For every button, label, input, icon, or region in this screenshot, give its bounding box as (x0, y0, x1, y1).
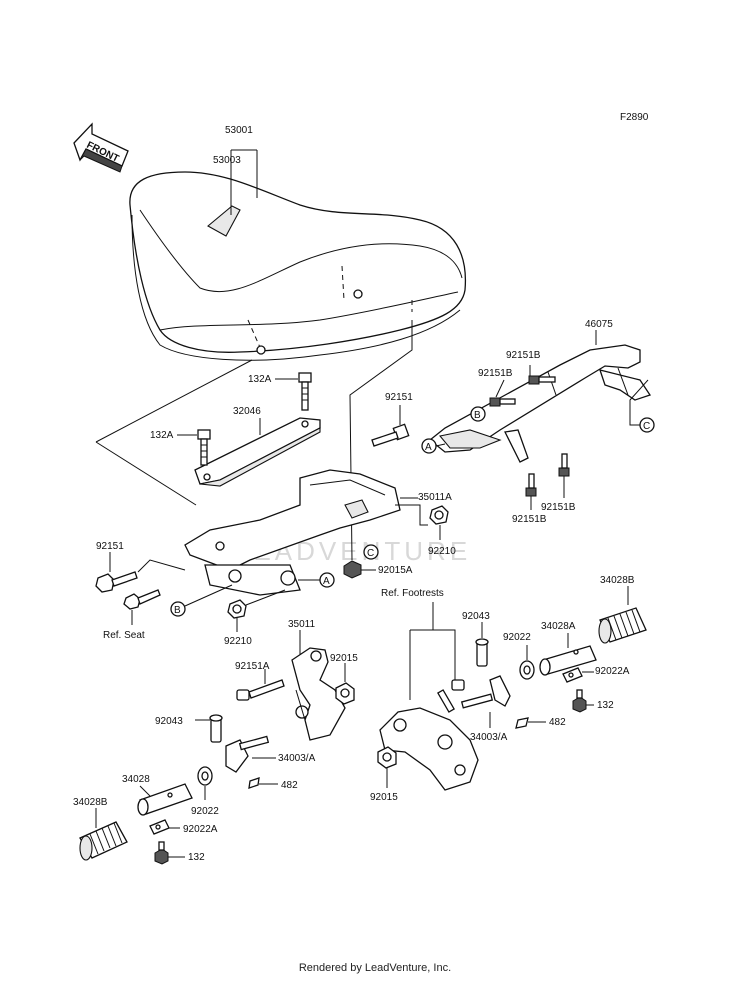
label-132a-top: 132A (248, 374, 272, 385)
bolt-92151b-1-icon (528, 375, 556, 385)
callout-b-lower (170, 601, 186, 617)
label-34003a-right: 34003/A (470, 732, 508, 743)
label-92015-left: 92015 (330, 653, 358, 664)
label-34003a-left: 34003/A (278, 753, 316, 764)
label-92043-left: 92043 (155, 716, 183, 727)
label-ref-seat: Ref. Seat (103, 630, 145, 641)
label-132-right: 132 (597, 700, 614, 711)
label-92015-right: 92015 (370, 792, 398, 803)
bracket-92015-right (379, 707, 479, 791)
label-92151b-3: 92151B (512, 514, 547, 525)
grab-bar-46075 (428, 344, 652, 463)
callout-a-lower-text: A (323, 576, 330, 587)
collar-92210-right-icon (429, 505, 449, 525)
callout-b-upper (470, 406, 486, 422)
label-92151-left: 92151 (96, 541, 124, 552)
label-35011a: 35011A (418, 492, 452, 503)
label-482-left: 482 (281, 780, 298, 791)
label-482-right: 482 (549, 717, 566, 728)
label-92151-mid: 92151 (385, 392, 413, 403)
clevis-34003a-left-icon (225, 735, 270, 773)
frame-35011a (184, 469, 401, 596)
peg-34028a-icon (539, 645, 597, 676)
pin-92043-left-icon (209, 714, 223, 743)
plate-92022a-right-icon (562, 667, 583, 683)
label-34028: 34028 (122, 774, 150, 785)
front-arrow-icon (73, 122, 129, 173)
bolt-92151b-2-icon (489, 397, 516, 407)
label-92022a-right: 92022A (595, 666, 630, 677)
bolt-92151a-icon (236, 679, 285, 701)
plate-92022a-left-icon (149, 819, 170, 835)
label-ref-footrests: Ref. Footrests (381, 588, 444, 599)
callout-c-upper (639, 417, 655, 433)
label-46075: 46075 (585, 319, 613, 330)
nut-92015-left-icon (335, 682, 355, 705)
label-35011: 35011 (288, 619, 316, 630)
callout-c-lower (363, 544, 379, 560)
label-92022-right: 92022 (503, 632, 531, 643)
bracket-32046 (194, 417, 321, 487)
pin-92043-right-icon (475, 638, 489, 667)
label-34028a: 34028A (541, 621, 576, 632)
bolt-92151-mid-icon (371, 423, 410, 447)
bolt-132a-left-icon (197, 429, 211, 466)
bolt-92151-left-icon (95, 571, 138, 593)
callout-b-upper-text: B (474, 410, 481, 421)
label-92151b-4: 92151B (541, 502, 576, 513)
label-53003: 53003 (213, 155, 241, 166)
label-53001: 53001 (225, 125, 253, 136)
label-92022a-left: 92022A (183, 824, 218, 835)
bolt-92151b-4-icon (558, 453, 570, 477)
rubber-34028b-left-icon (79, 821, 128, 861)
cotter-482-right-icon (515, 717, 529, 729)
credit-text: Rendered by LeadVenture, Inc. (298, 962, 452, 974)
label-132-left: 132 (188, 852, 205, 863)
seat-assembly (129, 171, 467, 361)
label-92015a: 92015A (378, 565, 413, 576)
nut-92015-right-icon (377, 746, 397, 769)
callout-c-lower-text: C (367, 548, 374, 559)
callout-b-lower-text: B (174, 605, 181, 616)
label-34028b-right: 34028B (600, 575, 635, 586)
label-32046: 32046 (233, 406, 261, 417)
rubber-34028b-right-icon (598, 607, 647, 644)
bolt-132a-top-icon (298, 372, 312, 411)
washer-92022-left-icon (197, 766, 213, 786)
bolt-92151b-3-icon (525, 473, 537, 497)
bolt-ref-seat-icon (123, 589, 161, 610)
bracket-35011 (291, 647, 346, 741)
peg-34028-icon (137, 783, 193, 816)
label-92151b-2: 92151B (478, 368, 513, 379)
label-34028b-left: 34028B (73, 797, 108, 808)
cotter-482-left-icon (248, 777, 260, 789)
label-92043-right: 92043 (462, 611, 490, 622)
collar-92210-left-icon (227, 599, 247, 619)
bolt-132-left-icon (154, 841, 169, 865)
figure-code: F2890 (620, 112, 649, 123)
callout-a-upper-text: A (425, 442, 432, 453)
washer-92022-right-icon (519, 660, 535, 680)
label-92210-left: 92210 (224, 636, 252, 647)
clevis-34003a-right-icon (460, 675, 511, 709)
callout-c-upper-text: C (643, 421, 650, 432)
label-92151a: 92151A (235, 661, 270, 672)
label-92022-left: 92022 (191, 806, 219, 817)
label-92210-right: 92210 (428, 546, 456, 557)
nut-92015a-icon (343, 560, 362, 579)
label-132a-left: 132A (150, 430, 174, 441)
bolt-ref-footrests-icon (437, 679, 465, 713)
bolt-132-right-icon (572, 689, 587, 713)
label-92151b-1: 92151B (506, 350, 541, 361)
